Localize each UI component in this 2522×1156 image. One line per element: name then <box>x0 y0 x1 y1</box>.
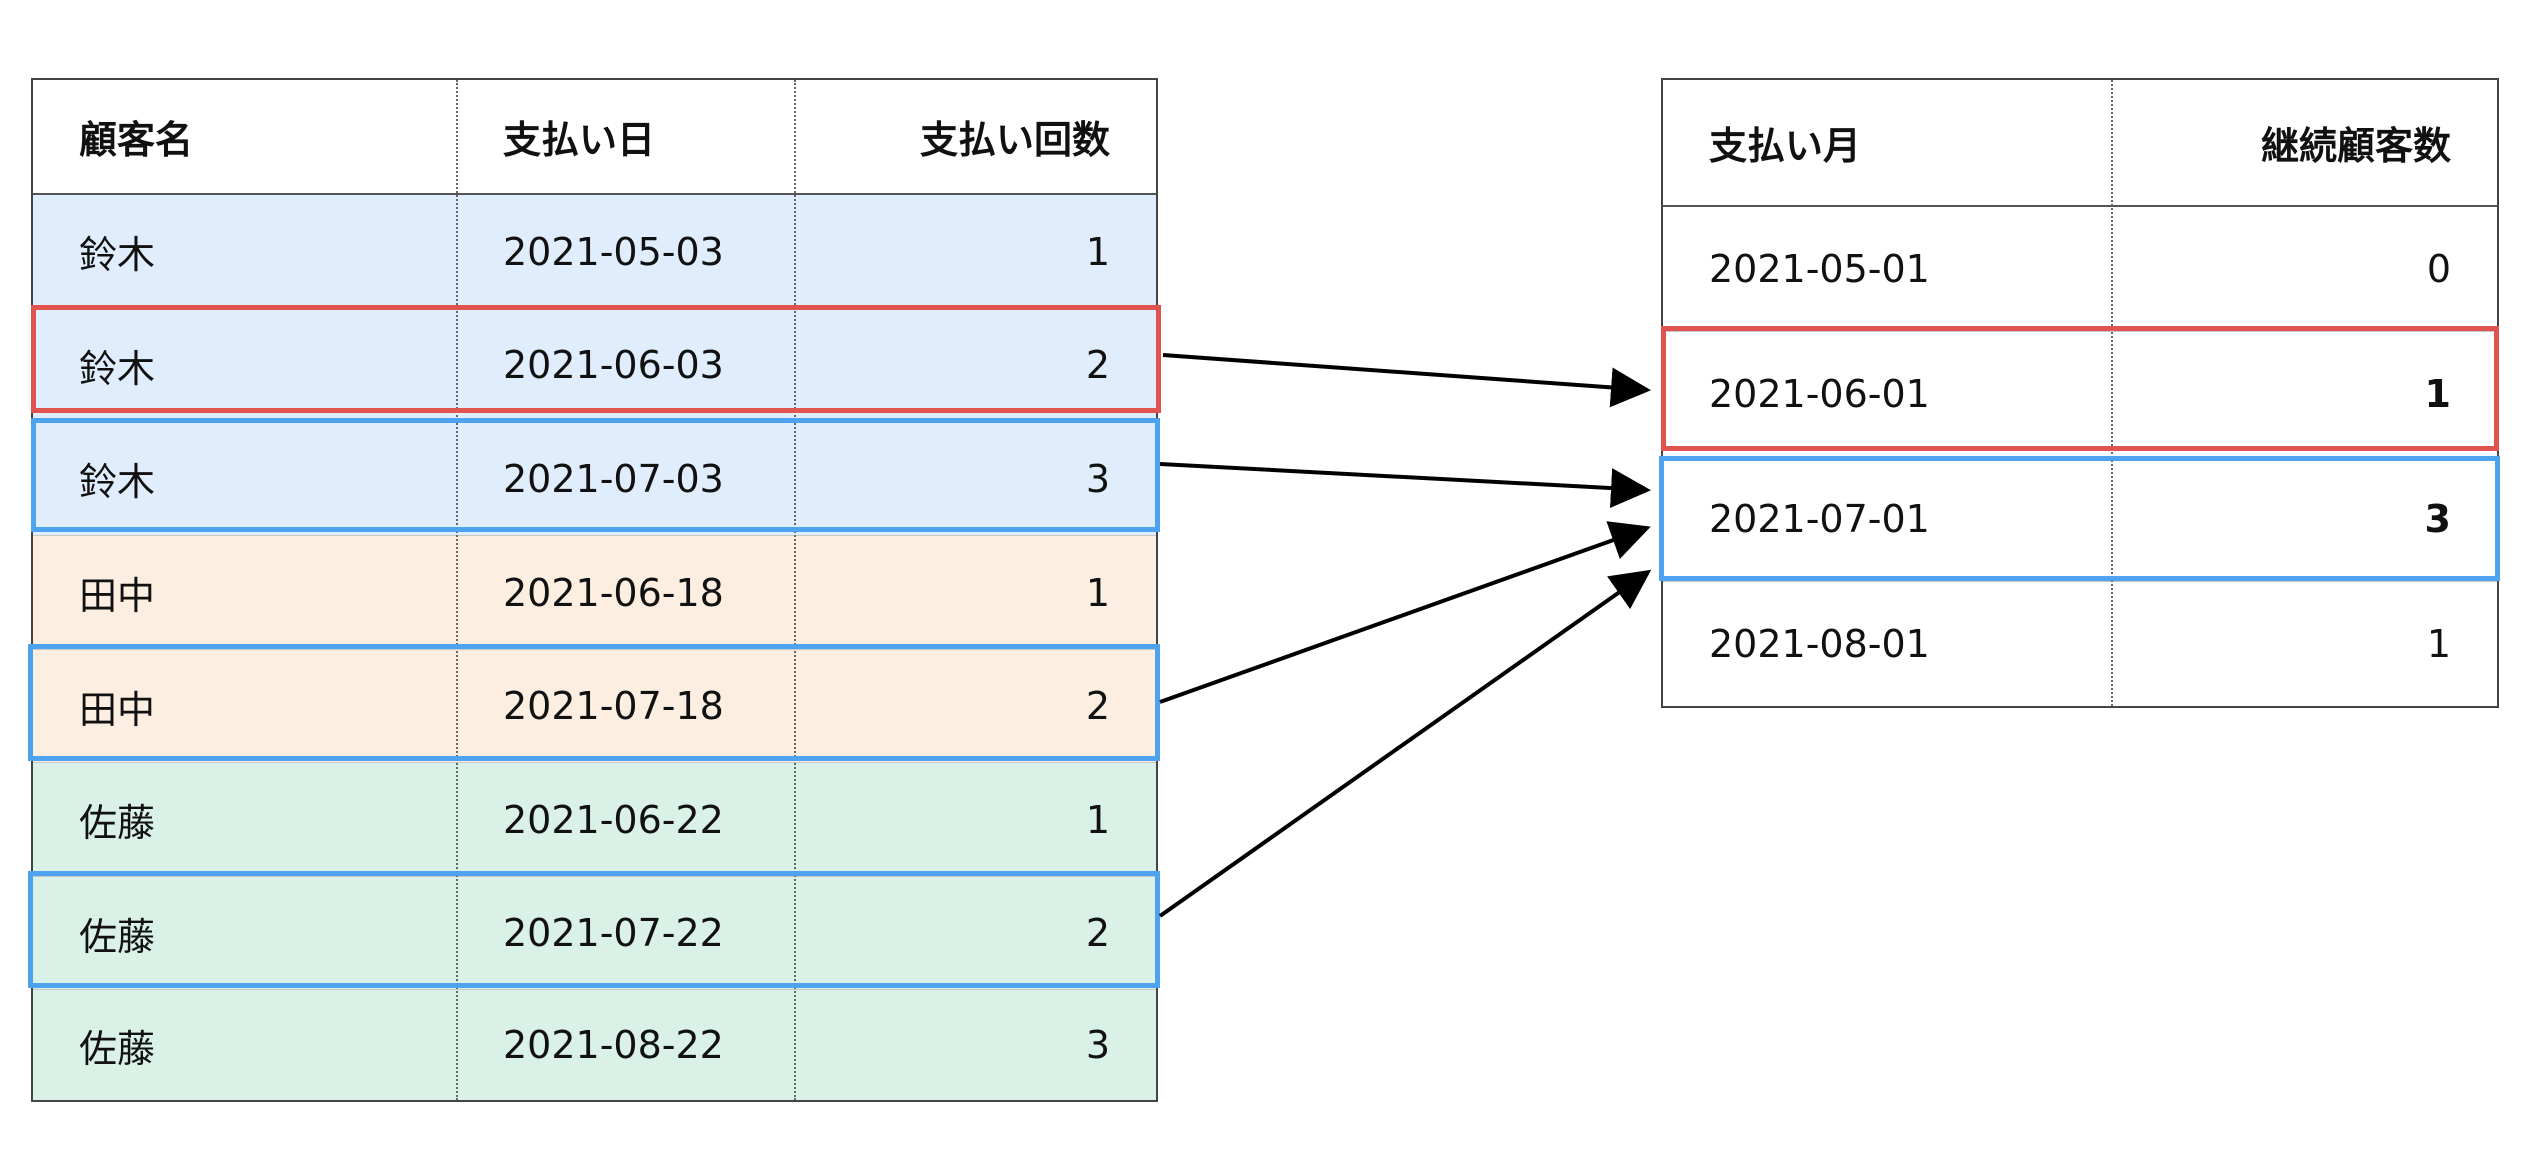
highlight-box-red <box>1661 326 2499 451</box>
payments-table-header: 顧客名 支払い日 支払い回数 <box>33 80 1156 195</box>
arrow <box>1162 353 1651 408</box>
payment-count-cell: 3 <box>1085 456 1110 501</box>
table-row: 鈴木 2021-06-03 2 <box>33 309 1156 422</box>
arrow <box>1159 521 1651 704</box>
payment-date-cell: 2021-06-22 <box>503 797 724 842</box>
payment-date-cell: 2021-07-18 <box>503 684 724 728</box>
payments-table: 顧客名 支払い日 支払い回数 鈴木 2021-05-03 1 鈴木 2021-0… <box>31 78 1158 1102</box>
customer-name-cell: 鈴木 <box>79 460 156 504</box>
payment-date-cell: 2021-05-03 <box>503 229 724 274</box>
table-row: 佐藤 2021-08-22 3 <box>33 990 1156 1100</box>
customer-name-cell: 田中 <box>79 574 156 618</box>
table-row: 佐藤 2021-06-22 1 <box>33 763 1156 877</box>
payment-count-cell: 2 <box>1085 343 1110 387</box>
payment-date-cell: 2021-06-03 <box>503 343 724 387</box>
highlight-box-blue <box>31 418 1160 532</box>
payment-date-cell: 2021-06-18 <box>503 570 724 615</box>
column-divider <box>2111 80 2113 706</box>
retained-customers-cell: 3 <box>2424 497 2451 541</box>
table-row: 鈴木 2021-05-03 1 <box>33 195 1156 309</box>
table-row: 田中 2021-06-18 1 <box>33 536 1156 650</box>
customer-name-cell: 鈴木 <box>79 346 156 391</box>
payment-date-cell: 2021-07-22 <box>503 911 724 955</box>
header-payment-month: 支払い月 <box>1709 124 1862 168</box>
highlight-box-blue <box>1659 456 2500 581</box>
retained-customers-cell: 0 <box>2426 247 2451 291</box>
table-row: 2021-05-01 0 <box>1663 207 2497 332</box>
customer-name-cell: 鈴木 <box>79 233 156 277</box>
arrow <box>1159 462 1651 509</box>
retention-table-header: 支払い月 継続顧客数 <box>1663 80 2497 207</box>
payment-count-cell: 1 <box>1085 570 1110 615</box>
retained-customers-cell: 1 <box>2424 372 2451 416</box>
header-payment-date: 支払い日 <box>503 118 656 162</box>
table-row: 鈴木 2021-07-03 3 <box>33 422 1156 536</box>
highlight-box-blue <box>28 871 1160 988</box>
customer-name-cell: 佐藤 <box>79 801 156 845</box>
payment-count-cell: 1 <box>1085 797 1110 842</box>
monthly-retention-table: 支払い月 継続顧客数 2021-05-01 0 2021-06-01 1 202… <box>1661 78 2499 708</box>
payment-month-cell: 2021-06-01 <box>1709 372 1930 416</box>
customer-name-cell: 佐藤 <box>79 914 156 959</box>
table-row: 2021-07-01 3 <box>1663 457 2497 582</box>
column-divider <box>794 80 796 1100</box>
header-payment-count: 支払い回数 <box>919 118 1110 162</box>
payment-month-cell: 2021-07-01 <box>1709 497 1930 541</box>
payment-count-cell: 2 <box>1085 911 1110 955</box>
highlight-box-red <box>31 305 1161 413</box>
payment-count-cell: 2 <box>1085 684 1110 728</box>
column-divider <box>456 80 458 1100</box>
payment-count-cell: 1 <box>1085 229 1110 274</box>
table-row: 田中 2021-07-18 2 <box>33 650 1156 763</box>
table-row: 2021-08-01 1 <box>1663 582 2497 706</box>
payment-month-cell: 2021-08-01 <box>1709 622 1930 666</box>
arrow <box>1158 569 1652 918</box>
payment-date-cell: 2021-07-03 <box>503 456 724 501</box>
header-customer-name: 顧客名 <box>79 118 194 162</box>
customer-name-cell: 田中 <box>79 687 156 732</box>
customer-name-cell: 佐藤 <box>79 1026 156 1071</box>
payment-date-cell: 2021-08-22 <box>503 1023 724 1067</box>
highlight-box-blue <box>28 644 1160 761</box>
table-row: 佐藤 2021-07-22 2 <box>33 877 1156 990</box>
payment-count-cell: 3 <box>1085 1023 1110 1067</box>
payment-month-cell: 2021-05-01 <box>1709 247 1930 291</box>
header-retained-customers: 継続顧客数 <box>2260 124 2451 168</box>
retained-customers-cell: 1 <box>2426 622 2451 666</box>
